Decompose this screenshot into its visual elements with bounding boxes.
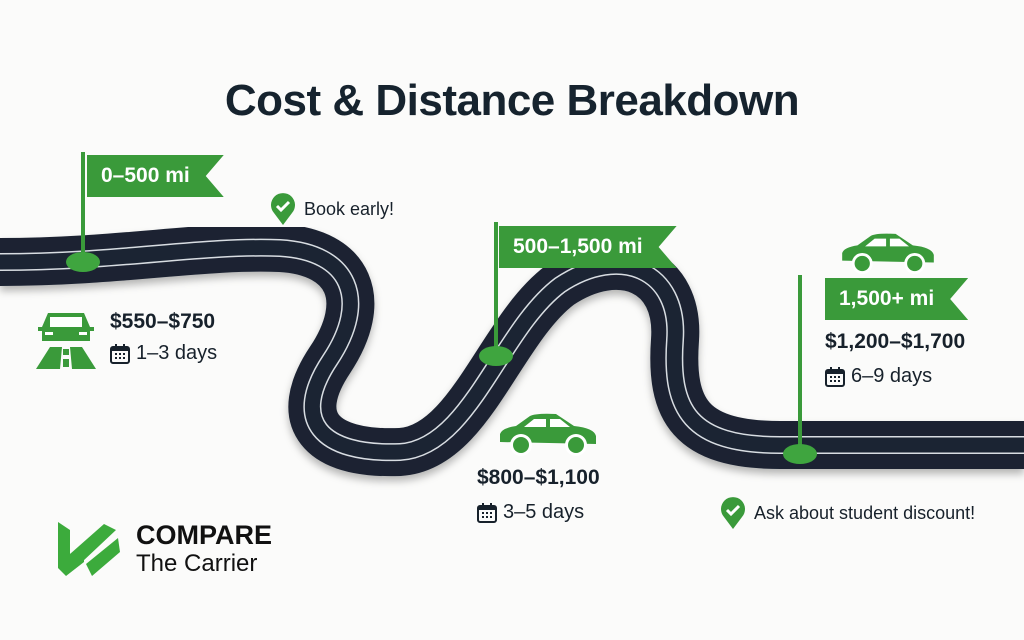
milestone-marker-1: [66, 252, 100, 272]
car-icon: [842, 233, 934, 274]
days-label-3: 6–9 days: [851, 365, 933, 387]
milestone-pole-1: [81, 152, 85, 260]
check-pin-icon: [271, 193, 295, 225]
brand-logo: COMPARE The Carrier: [56, 518, 272, 580]
days-label-1: 1–3 days: [136, 342, 218, 364]
milestone-marker-2: [479, 346, 513, 366]
logo-line2: The Carrier: [136, 550, 258, 577]
car-on-road-icon: [36, 313, 96, 369]
calendar-icon: [477, 502, 497, 523]
transit-days-2: 3–5 days: [477, 501, 584, 524]
tip-student-discount: Ask about student discount!: [720, 497, 975, 529]
logo-line1: COMPARE: [136, 520, 273, 550]
calendar-icon: [825, 366, 845, 387]
distance-flag-3: 1,500+ mi: [825, 278, 968, 320]
check-pin-icon: [721, 497, 745, 529]
milestone-pole-3: [798, 275, 802, 447]
milestone-marker-3: [783, 444, 817, 464]
tip-text-1: Book early!: [304, 198, 395, 219]
transit-days-1: 1–3 days: [110, 342, 217, 365]
compare-the-carrier-logo-icon: [58, 522, 120, 576]
price-range-1: $550–$750: [110, 310, 216, 333]
tip-text-2: Ask about student discount!: [754, 502, 976, 523]
price-range-2: $800–$1,100: [477, 466, 600, 489]
transit-days-3: 6–9 days: [825, 365, 932, 388]
calendar-icon: [110, 343, 130, 364]
distance-flag-2: 500–1,500 mi: [499, 226, 677, 268]
page-title: Cost & Distance Breakdown: [224, 76, 800, 125]
distance-flag-1: 0–500 mi: [87, 155, 224, 197]
price-range-3: $1,200–$1,700: [825, 330, 966, 353]
car-icon: [500, 413, 596, 456]
days-label-2: 3–5 days: [503, 501, 585, 523]
milestone-pole-2: [494, 222, 498, 356]
tip-book-early: Book early!: [270, 193, 394, 225]
